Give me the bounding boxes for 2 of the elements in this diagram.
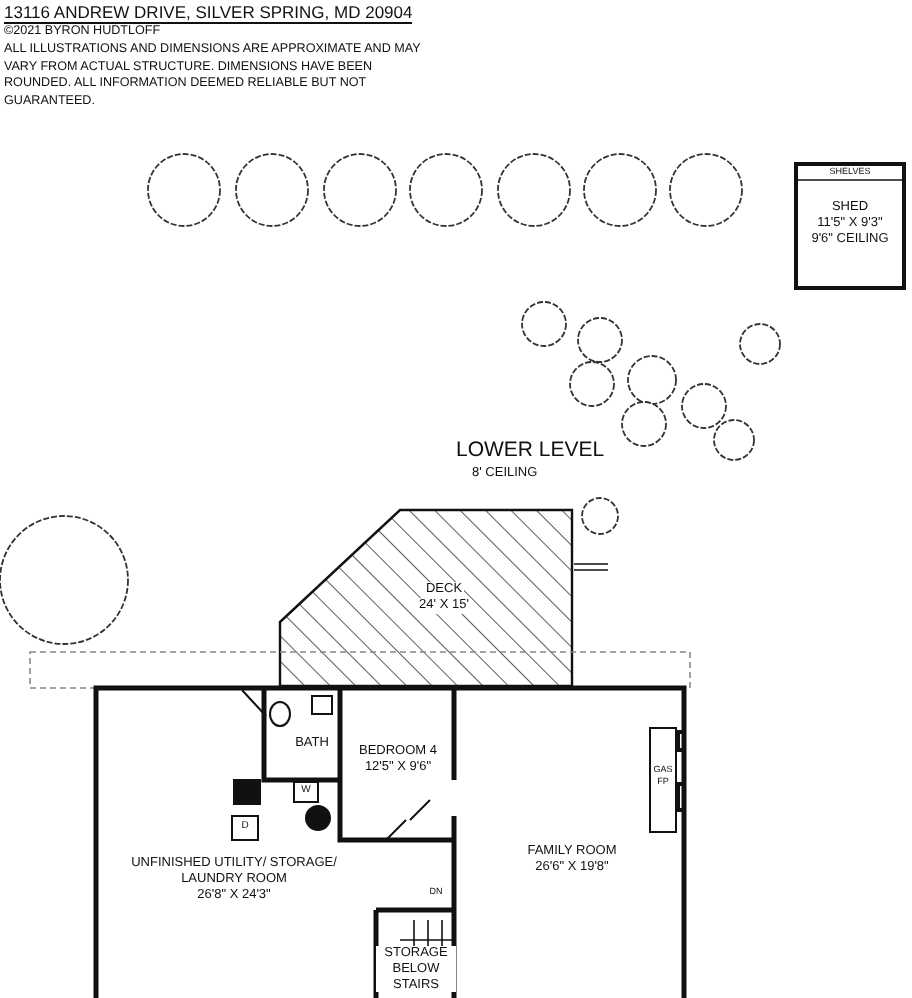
level-heading: LOWER LEVEL: [456, 436, 607, 465]
address-title: 13116 ANDREW DRIVE, SILVER SPRING, MD 20904: [4, 2, 413, 24]
